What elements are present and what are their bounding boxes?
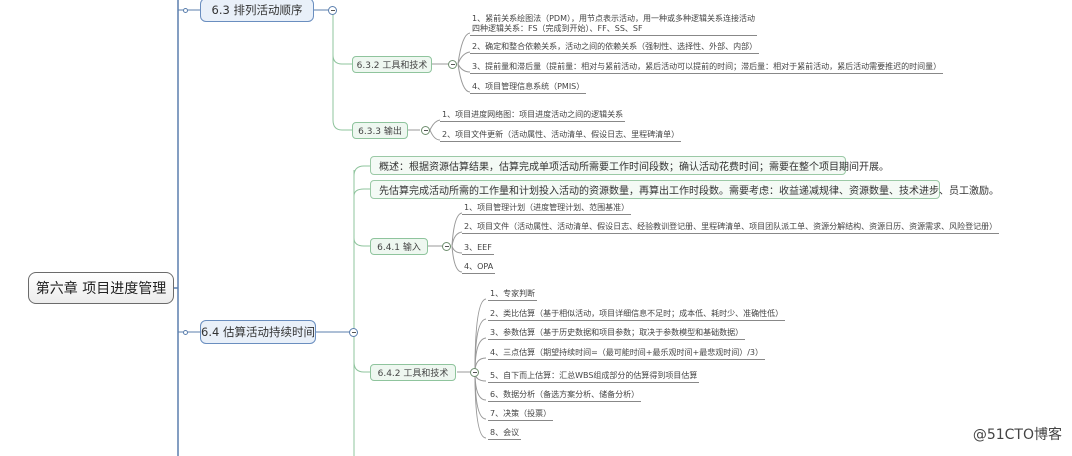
note-overview-text: 概述：根据资源估算结果，估算完成单项活动所需要工作时间段数；确认活动花费时间；需… (379, 162, 889, 173)
collapse-toggle-icon[interactable] (349, 328, 358, 337)
subtopic-6-3-3[interactable]: 6.3.3 输出 (352, 122, 408, 139)
leaf-item[interactable]: 3、参数估算（基于历史数据和项目参数；取决于参数模型和基础数据） (488, 328, 746, 340)
note-considerations-text: 先估算完成活动所需的工作量和计划投入活动的资源数量，再算出工作时段数。需要考虑：… (379, 186, 999, 197)
leaf-item[interactable]: 7、决策（投票） (488, 409, 554, 421)
leaf-item[interactable]: 6、数据分析（备选方案分析、储备分析） (488, 390, 642, 402)
collapse-toggle-icon[interactable] (442, 242, 451, 251)
watermark: @51CTO博客 (972, 427, 1062, 443)
leaf-line: 四种逻辑关系：FS（完成到开始）、FF、SS、SF (472, 24, 643, 33)
topic-6-3[interactable]: 6.3 排列活动顺序 (200, 0, 314, 22)
leaf-item[interactable]: 2、项目文件更新（活动属性、活动清单、假设日志、里程碑清单） (440, 130, 682, 142)
leaf-item[interactable]: 2、项目文件（活动属性、活动清单、假设日志、经验教训登记册、里程碑清单、项目团队… (462, 222, 1000, 234)
leaf-item[interactable]: 1、项目进度网络图：项目进度活动之间的逻辑关系 (440, 110, 626, 122)
leaf-item[interactable]: 4、三点估算（期望持续时间=（最可能时间+最乐观时间+最悲观时间）/3） (488, 348, 765, 360)
subtopic-6-3-3-label: 6.3.3 输出 (358, 127, 402, 137)
leaf-line: 1、紧前关系绘图法（PDM），用节点表示活动，用一种或多种逻辑关系连接活动 (472, 14, 755, 23)
subtopic-6-4-1-label: 6.4.1 输入 (377, 243, 421, 253)
leaf-item[interactable]: 1、紧前关系绘图法（PDM），用节点表示活动，用一种或多种逻辑关系连接活动 四种… (470, 14, 757, 36)
collapse-toggle-icon[interactable] (470, 368, 479, 377)
branch-connector-dot (183, 330, 188, 335)
collapse-toggle-icon[interactable] (421, 126, 430, 135)
leaf-item[interactable]: 4、OPA (462, 262, 496, 274)
leaf-item[interactable]: 3、提前量和滞后量（提前量：相对与紧前活动，紧后活动可以提前的时间；滞后量：相对… (470, 62, 944, 74)
topic-6-4[interactable]: 6.4 估算活动持续时间 (200, 320, 316, 344)
leaf-item[interactable]: 3、EEF (462, 243, 494, 255)
subtopic-6-4-2[interactable]: 6.4.2 工具和技术 (370, 364, 456, 381)
leaf-item[interactable]: 2、类比估算（基于相似活动，项目详细信息不足时；成本低、耗时少、准确性低） (488, 309, 786, 321)
branch-connector-dot (183, 8, 188, 13)
collapse-toggle-icon[interactable] (448, 60, 457, 69)
subtopic-6-4-2-label: 6.4.2 工具和技术 (377, 369, 449, 379)
leaf-item[interactable]: 1、专家判断 (488, 289, 538, 301)
note-considerations[interactable]: 先估算完成活动所需的工作量和计划投入活动的资源数量，再算出工作时段数。需要考虑：… (370, 180, 999, 199)
topic-6-4-label: 6.4 估算活动持续时间 (201, 325, 315, 339)
note-overview[interactable]: 概述：根据资源估算结果，估算完成单项活动所需要工作时间段数；确认活动花费时间；需… (370, 156, 889, 175)
subtopic-6-3-2[interactable]: 6.3.2 工具和技术 (352, 56, 432, 73)
root-topic[interactable]: 第六章 项目进度管理 (28, 272, 174, 304)
leaf-item[interactable]: 4、项目管理信息系统（PMIS） (470, 82, 587, 94)
subtopic-6-3-2-label: 6.3.2 工具和技术 (356, 61, 428, 71)
subtopic-6-4-1[interactable]: 6.4.1 输入 (370, 238, 428, 255)
leaf-item[interactable]: 8、会议 (488, 428, 522, 440)
collapse-toggle-icon[interactable] (328, 6, 337, 15)
root-topic-label: 第六章 项目进度管理 (35, 281, 167, 297)
topic-6-3-label: 6.3 排列活动顺序 (211, 3, 303, 17)
leaf-item[interactable]: 1、项目管理计划（进度管理计划、范围基准） (462, 203, 632, 215)
leaf-item[interactable]: 5、自下而上估算：汇总WBS组成部分的估算得到项目估算 (488, 371, 700, 383)
leaf-item[interactable]: 2、确定和整合依赖关系，活动之间的依赖关系（强制性、选择性、外部、内部） (470, 42, 760, 54)
